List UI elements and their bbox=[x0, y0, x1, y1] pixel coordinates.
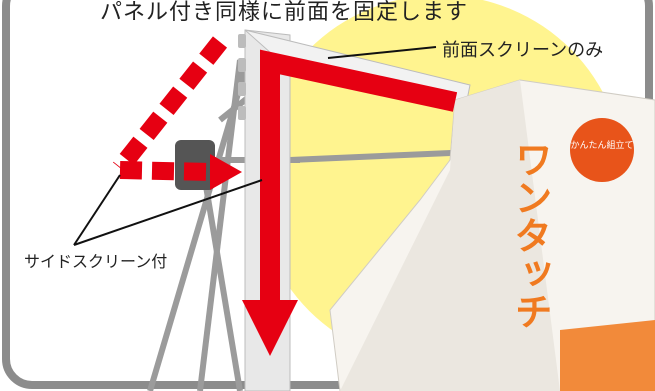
banner-cloth: かんたん組立て ワンタッチ bbox=[329, 79, 655, 391]
side-screen-label: サイドスクリーン付 bbox=[24, 252, 168, 271]
badge-text: かんたん組立て bbox=[570, 139, 633, 151]
callout-lines bbox=[73, 46, 437, 246]
page-caption: パネル付き同様に前面を固定します bbox=[100, 0, 469, 25]
side-dashed-arrow bbox=[112, 36, 242, 190]
banner-text: ワンタッチ bbox=[508, 140, 552, 330]
front-screen-label: 前面スクリーンのみ bbox=[442, 40, 604, 61]
badge-circle bbox=[570, 118, 634, 182]
clips bbox=[238, 34, 246, 120]
front-arrow bbox=[242, 49, 458, 356]
